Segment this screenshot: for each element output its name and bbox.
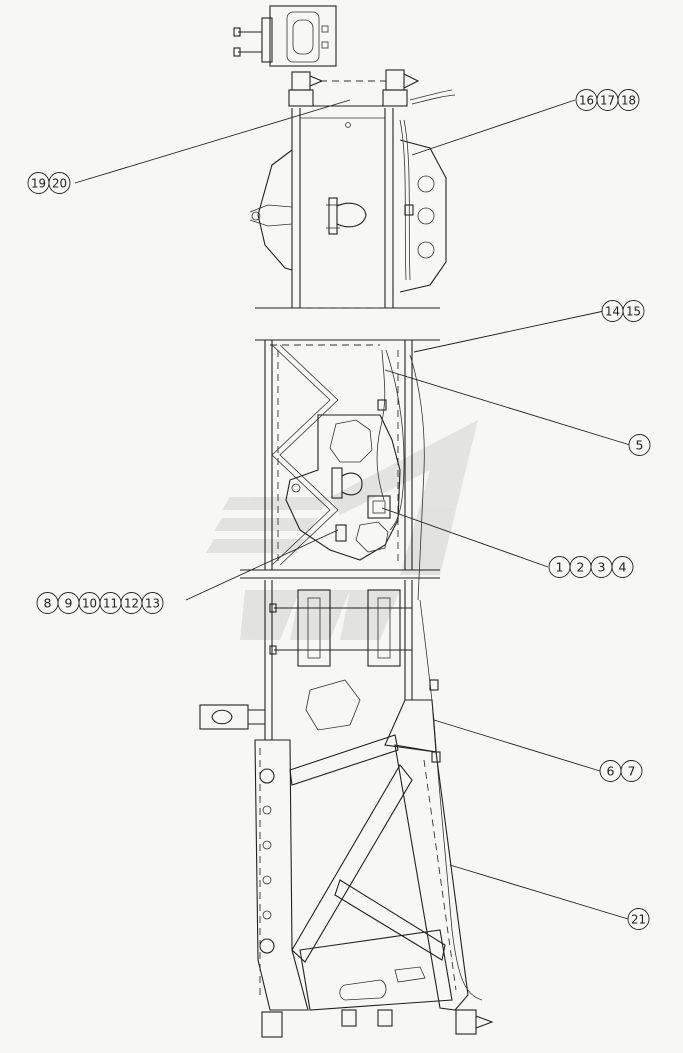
- upper-boom-section: [249, 108, 447, 309]
- callout-number: 1: [556, 560, 564, 575]
- callout-number: 7: [628, 764, 636, 779]
- callout-balloon: [611, 556, 634, 578]
- watermark-logo: [206, 420, 478, 640]
- callout-number: 16: [579, 93, 594, 108]
- callout-number: 4: [619, 560, 627, 575]
- leader-lines: [74, 99, 631, 920]
- callout-balloon: [141, 592, 164, 614]
- callout-number: 21: [631, 912, 646, 927]
- callout-balloon: [627, 908, 650, 930]
- callout-number: 2: [577, 560, 585, 575]
- callout-balloon: [48, 172, 71, 194]
- base-frame: [199, 580, 494, 1038]
- callout-number: 19: [31, 176, 46, 191]
- lattice-section: [240, 339, 440, 601]
- callout-number: 5: [636, 438, 644, 453]
- callout-number: 10: [82, 596, 97, 611]
- valve-block: [233, 5, 337, 67]
- callout-5: 5: [628, 434, 651, 456]
- callout-number: 13: [145, 596, 160, 611]
- callout-number: 15: [626, 304, 641, 319]
- callout-number: 11: [103, 596, 118, 611]
- callout-balloon: [620, 760, 643, 782]
- callout-number: 17: [600, 93, 615, 108]
- clamp-assembly: [269, 589, 412, 667]
- callout-number: 14: [605, 304, 620, 319]
- callout-number: 8: [44, 596, 52, 611]
- callout-number: 3: [598, 560, 606, 575]
- callout-balloon: [628, 434, 651, 456]
- callout-21: 21: [627, 908, 650, 930]
- callout-balloon: [617, 89, 640, 111]
- top-pin-joints: [288, 69, 456, 107]
- callout-number: 6: [607, 764, 615, 779]
- callout-number: 20: [52, 176, 67, 191]
- callout-balloon: [622, 300, 645, 322]
- callout-number: 9: [65, 596, 73, 611]
- callout-14-15: 14 15: [601, 300, 645, 322]
- callout-16-17-18: 16 17 18: [575, 89, 640, 111]
- callout-number: 18: [621, 93, 636, 108]
- callout-number: 12: [124, 596, 139, 611]
